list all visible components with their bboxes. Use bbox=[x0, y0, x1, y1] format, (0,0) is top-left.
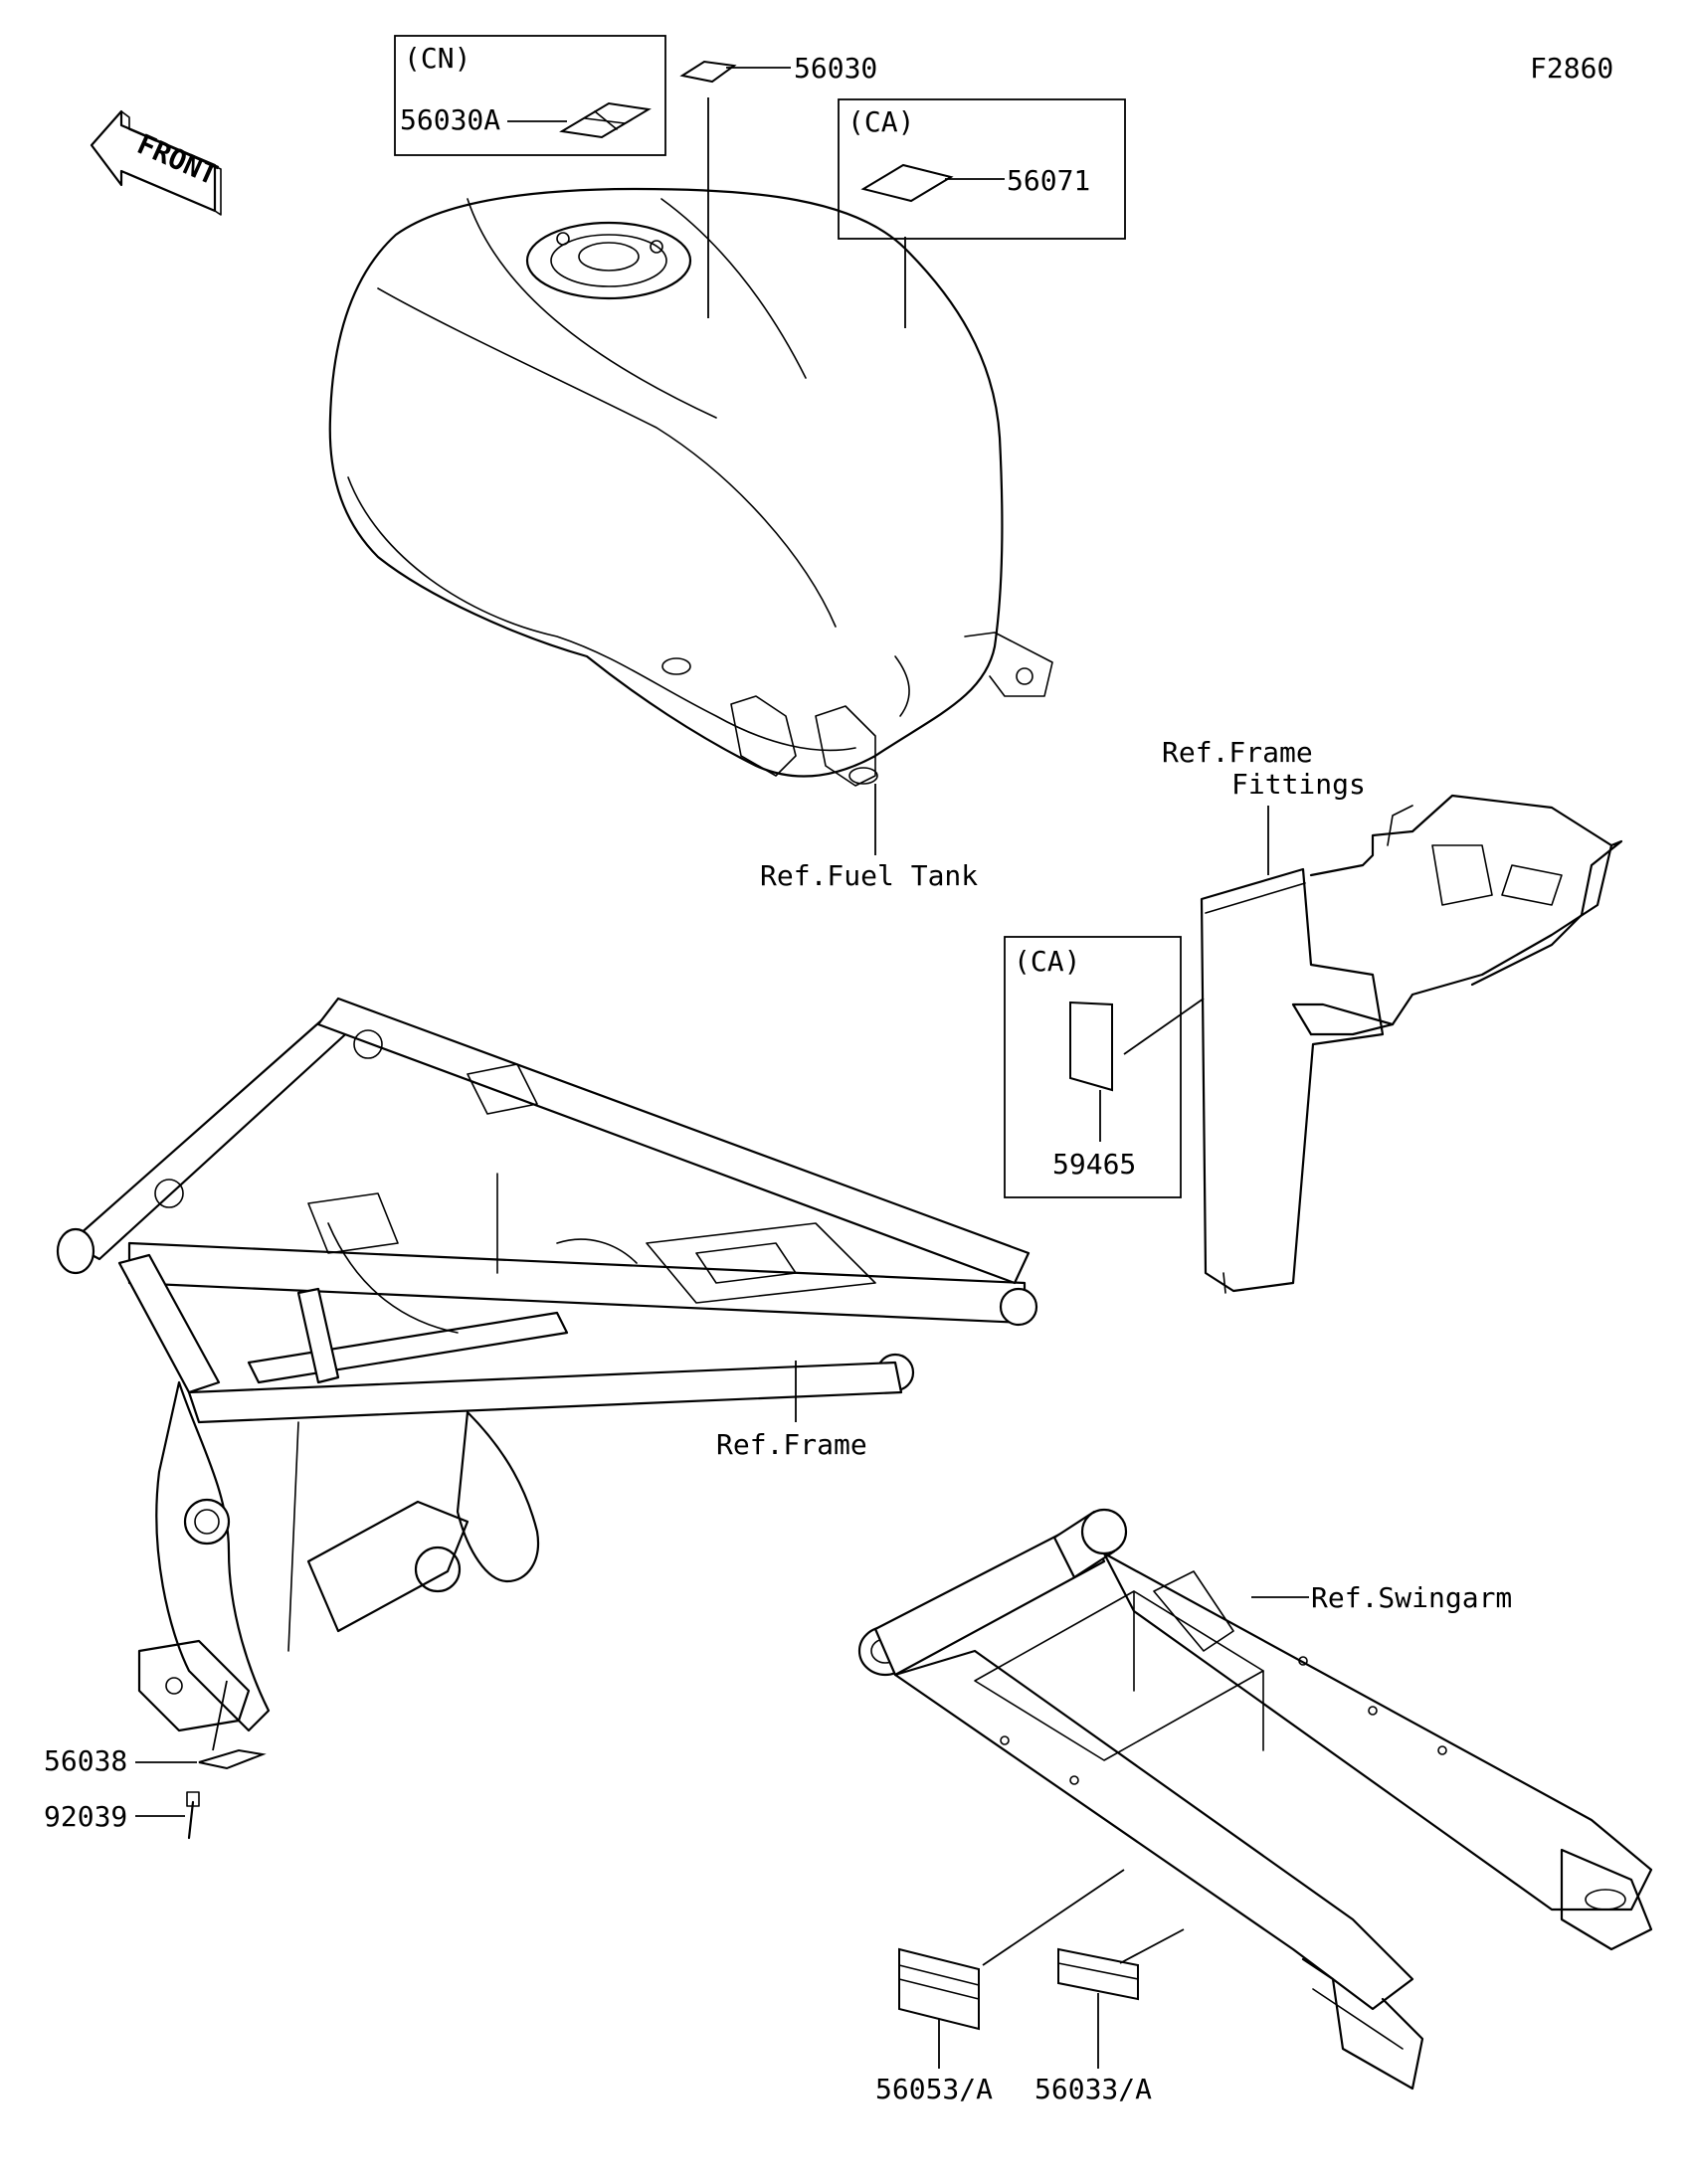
fastener-92039: 92039 bbox=[44, 1791, 200, 1840]
ca-fittings-region-label: (CA) bbox=[1014, 945, 1080, 978]
ref-frame-fittings-line2: Fittings bbox=[1231, 768, 1366, 801]
label-56053a: 56053/A bbox=[875, 1869, 1125, 2105]
fuel-tank bbox=[328, 187, 1053, 787]
part-56071: 56071 bbox=[1007, 164, 1090, 197]
part-56030: 56030 bbox=[794, 52, 877, 85]
part-56053a: 56053/A bbox=[875, 2073, 993, 2105]
ref-frame-fittings-line1: Ref.Frame bbox=[1162, 736, 1313, 769]
ca-tank-box: (CA) 56071 bbox=[838, 98, 1126, 328]
ref-fuel-tank: Ref.Fuel Tank bbox=[760, 859, 978, 892]
ref-swingarm: Ref.Swingarm bbox=[1311, 1581, 1512, 1614]
part-59465: 59465 bbox=[1052, 1148, 1136, 1181]
ca-fittings-box: (CA) 59465 bbox=[1004, 936, 1205, 1198]
ca-tank-region-label: (CA) bbox=[847, 105, 914, 138]
label-56038: 56038 bbox=[44, 1680, 267, 1777]
decal-56071 bbox=[860, 163, 954, 203]
label-56033a: 56033/A bbox=[1034, 1928, 1185, 2105]
swingarm bbox=[857, 1508, 1653, 2091]
part-92039: 92039 bbox=[44, 1800, 127, 1833]
cn-box: (CN) 56030A bbox=[394, 35, 666, 156]
part-56033a: 56033/A bbox=[1034, 2073, 1152, 2105]
decal-59465 bbox=[1069, 1001, 1113, 1092]
part-56030a: 56030A bbox=[400, 103, 500, 136]
decal-56030 bbox=[679, 60, 737, 84]
frame-fittings bbox=[1200, 794, 1623, 1294]
figure-code: F2860 bbox=[1530, 52, 1613, 85]
frame bbox=[56, 997, 1038, 1732]
cn-region-label: (CN) bbox=[404, 42, 470, 75]
front-arrow-icon: FRONT bbox=[90, 109, 223, 216]
ref-frame: Ref.Frame bbox=[716, 1428, 867, 1461]
part-56038: 56038 bbox=[44, 1744, 127, 1777]
